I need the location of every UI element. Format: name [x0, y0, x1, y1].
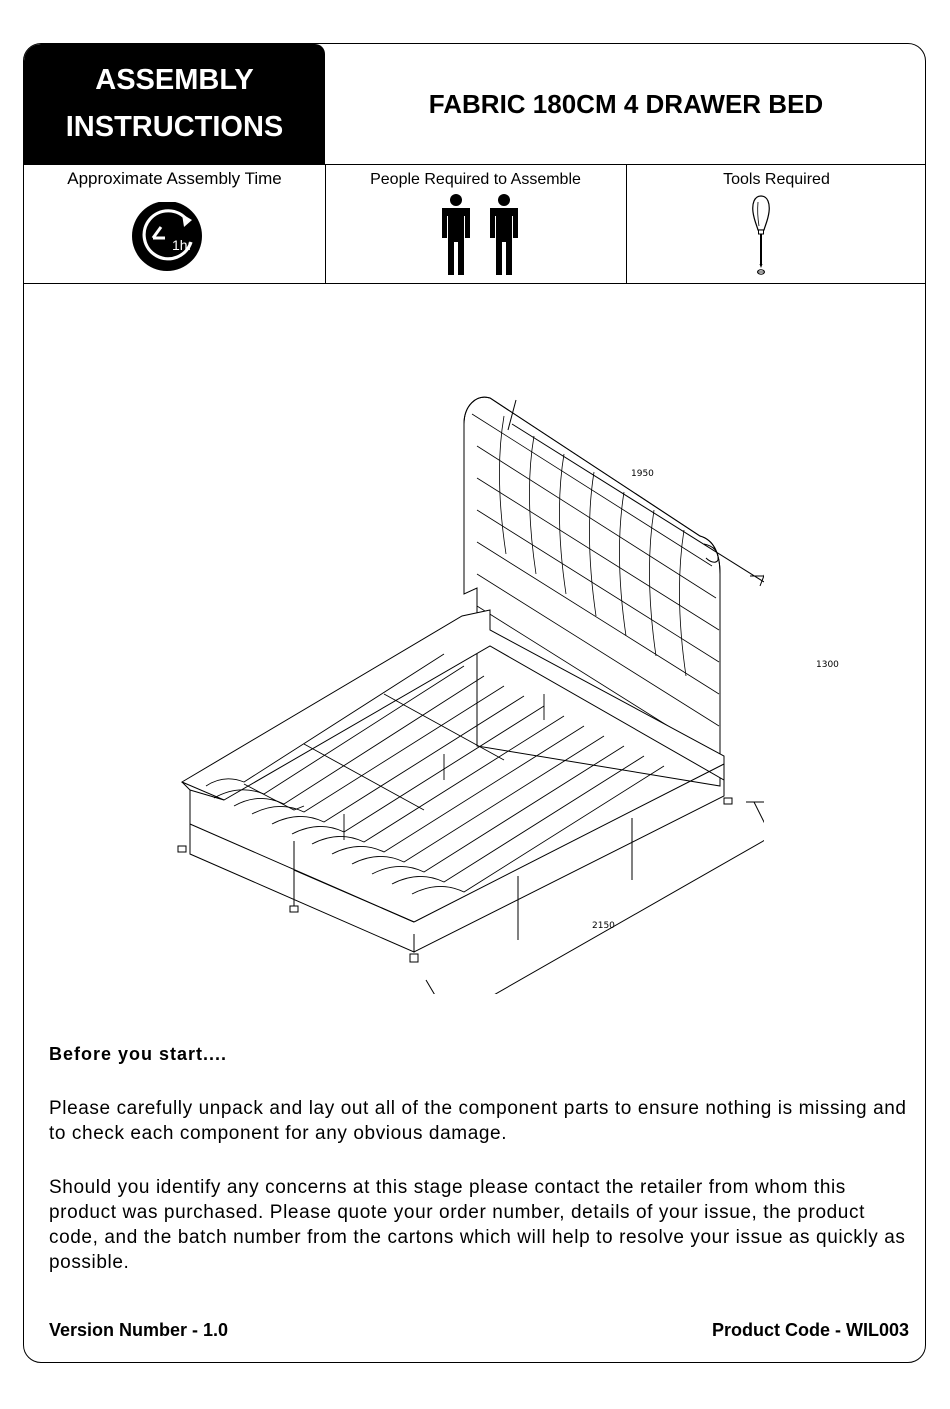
headboard — [463, 396, 721, 787]
person-icon — [442, 194, 470, 275]
tools-required-label: Tools Required — [723, 171, 830, 188]
screwdriver-icon — [749, 194, 773, 276]
dimension-label-2150: 2150 — [592, 921, 615, 931]
product-code: Product Code - WIL003 — [711, 1320, 909, 1340]
assembly-instructions-badge: ASSEMBLY INSTRUCTIONS — [24, 44, 325, 164]
dimension-label-1950: 1950 — [631, 469, 654, 479]
people-icon — [436, 194, 526, 276]
intro-paragraph-1: Please carefully unpack and lay out all … — [49, 1098, 907, 1144]
badge-line-2: INSTRUCTIONS — [65, 111, 284, 143]
clock-icon: 1hr — [129, 201, 209, 274]
before-you-start-heading: Before you start.... — [49, 1044, 228, 1064]
person-icon — [490, 194, 518, 275]
version-number: Version Number - 1.0 — [49, 1320, 229, 1340]
bed-dimension-diagram: 1950 1300 2150 — [144, 354, 839, 1025]
assembly-time-label: Approximate Assembly Time — [67, 169, 282, 188]
product-title: FABRIC 180CM 4 DRAWER BED — [428, 88, 824, 119]
divider — [626, 164, 627, 283]
divider — [24, 164, 925, 165]
bed-base — [177, 609, 733, 963]
badge-line-1: ASSEMBLY — [95, 64, 254, 96]
instruction-sheet: ASSEMBLY INSTRUCTIONS FABRIC 180CM 4 DRA… — [23, 43, 926, 1363]
assembly-time-value: 1hr — [172, 237, 193, 253]
divider — [325, 164, 326, 283]
divider — [24, 283, 925, 284]
dimension-label-1300: 1300 — [816, 660, 839, 670]
intro-paragraph-2: Should you identify any concerns at this… — [49, 1177, 906, 1273]
people-required-label: People Required to Assemble — [370, 171, 581, 188]
